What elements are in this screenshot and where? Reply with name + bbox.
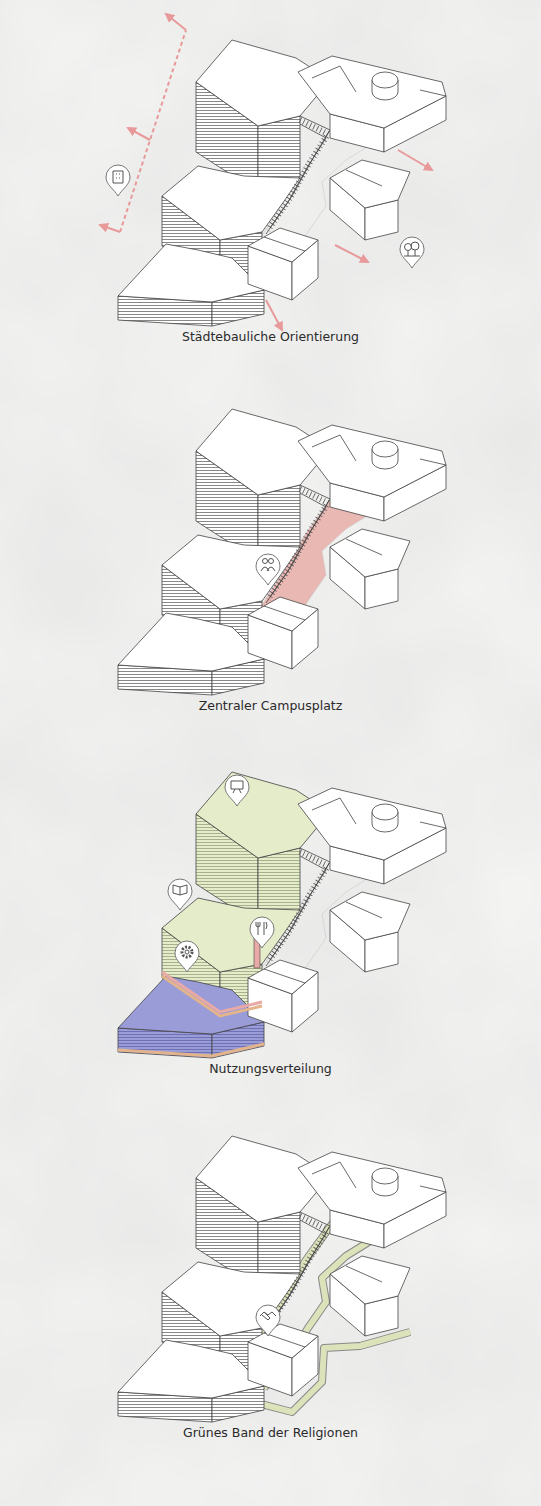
- park-pin: [400, 237, 424, 268]
- library-pin: [168, 879, 192, 910]
- service-pin: [175, 941, 199, 972]
- handshake-pin: [256, 1305, 280, 1336]
- panel-orientation: [100, 14, 446, 330]
- caption-label: Städtebauliche Orientierung: [0, 328, 541, 346]
- caption-label: Zentraler Campusplatz: [0, 697, 541, 715]
- building-pin: [106, 165, 130, 196]
- panel-campus-plaza: [118, 409, 446, 695]
- caption-label: Grünes Band der Religionen: [0, 1424, 541, 1442]
- ground-floor-band: [162, 972, 262, 1012]
- lecture-pin: [225, 775, 249, 806]
- ground-floor-band: [118, 1044, 264, 1056]
- panel-use-distribution: [118, 772, 446, 1058]
- caption-label: Nutzungsverteilung: [0, 1060, 541, 1078]
- people-pin: [256, 554, 280, 585]
- panel-green-band: [118, 1136, 446, 1422]
- dining-pin: [250, 917, 274, 948]
- orientation-arrows: [100, 14, 432, 330]
